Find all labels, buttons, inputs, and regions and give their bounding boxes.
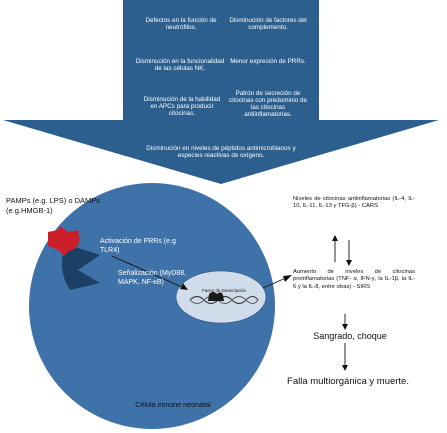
prr-expression-text: Menor expresión de PRRs. — [230, 58, 306, 65]
apc-ability-text: Disminución de la habilidad en APCs para… — [143, 96, 221, 117]
signaling-label: Señalización (MyD88, MAPK, NF-κB) — [118, 270, 187, 286]
receptor-icon — [61, 244, 100, 290]
sirs-to-bleeding-arrowhead — [342, 324, 348, 330]
neutrophil-defects-text: Defectos en la función de neutrófilos. — [145, 17, 217, 31]
nucleus-to-sirs-arrowhead — [283, 275, 292, 282]
nucleus-to-sirs-arrow — [262, 276, 289, 289]
transcription-factor-icon — [208, 292, 224, 301]
dna-strand-icon — [189, 295, 259, 305]
multiorgan-failure-text: Falla multiorgánica y muerte. — [287, 376, 409, 387]
cytokine-pattern-text: Patrón de secreción de citocinas con pre… — [228, 90, 308, 118]
pathogen-icon — [48, 226, 80, 256]
cars-text: Niveles de citocinas antiinflamatorias (… — [293, 196, 415, 210]
peptides-decrease-text: Disminución en niveles de péptidos antim… — [146, 145, 296, 159]
neonatal-cell-shape — [29, 183, 275, 429]
nk-function-text: Disminución en la funcionalidad de las c… — [135, 58, 225, 72]
dna-strand-icon — [189, 295, 259, 305]
pamps-damps-label: PAMPs (e.g. LPS) o DAMPs (e.g.HMGB-1) — [6, 196, 101, 215]
transcription-factor-label: Factor de transcripción — [202, 288, 246, 293]
signal-arrowhead — [180, 283, 188, 290]
cars-up-arrowhead — [332, 235, 338, 241]
sirs-text: Aumento de niveles de citocinas proinfla… — [293, 269, 415, 290]
complement-decrease-text: Disminución de factores del complemento. — [229, 17, 307, 31]
bleeding-shock-text: Sangrado, choque — [313, 331, 387, 341]
signal-arrow — [111, 255, 185, 289]
prr-activation-label: Activación de PRRs (e.g TLR4) — [100, 238, 176, 254]
sirs-down-arrowhead — [346, 260, 352, 266]
cell-label: Célula inmune neonatal — [135, 400, 211, 409]
bleeding-to-outcome-arrowhead — [342, 365, 348, 371]
downward-arrow-shape — [3, 0, 439, 184]
